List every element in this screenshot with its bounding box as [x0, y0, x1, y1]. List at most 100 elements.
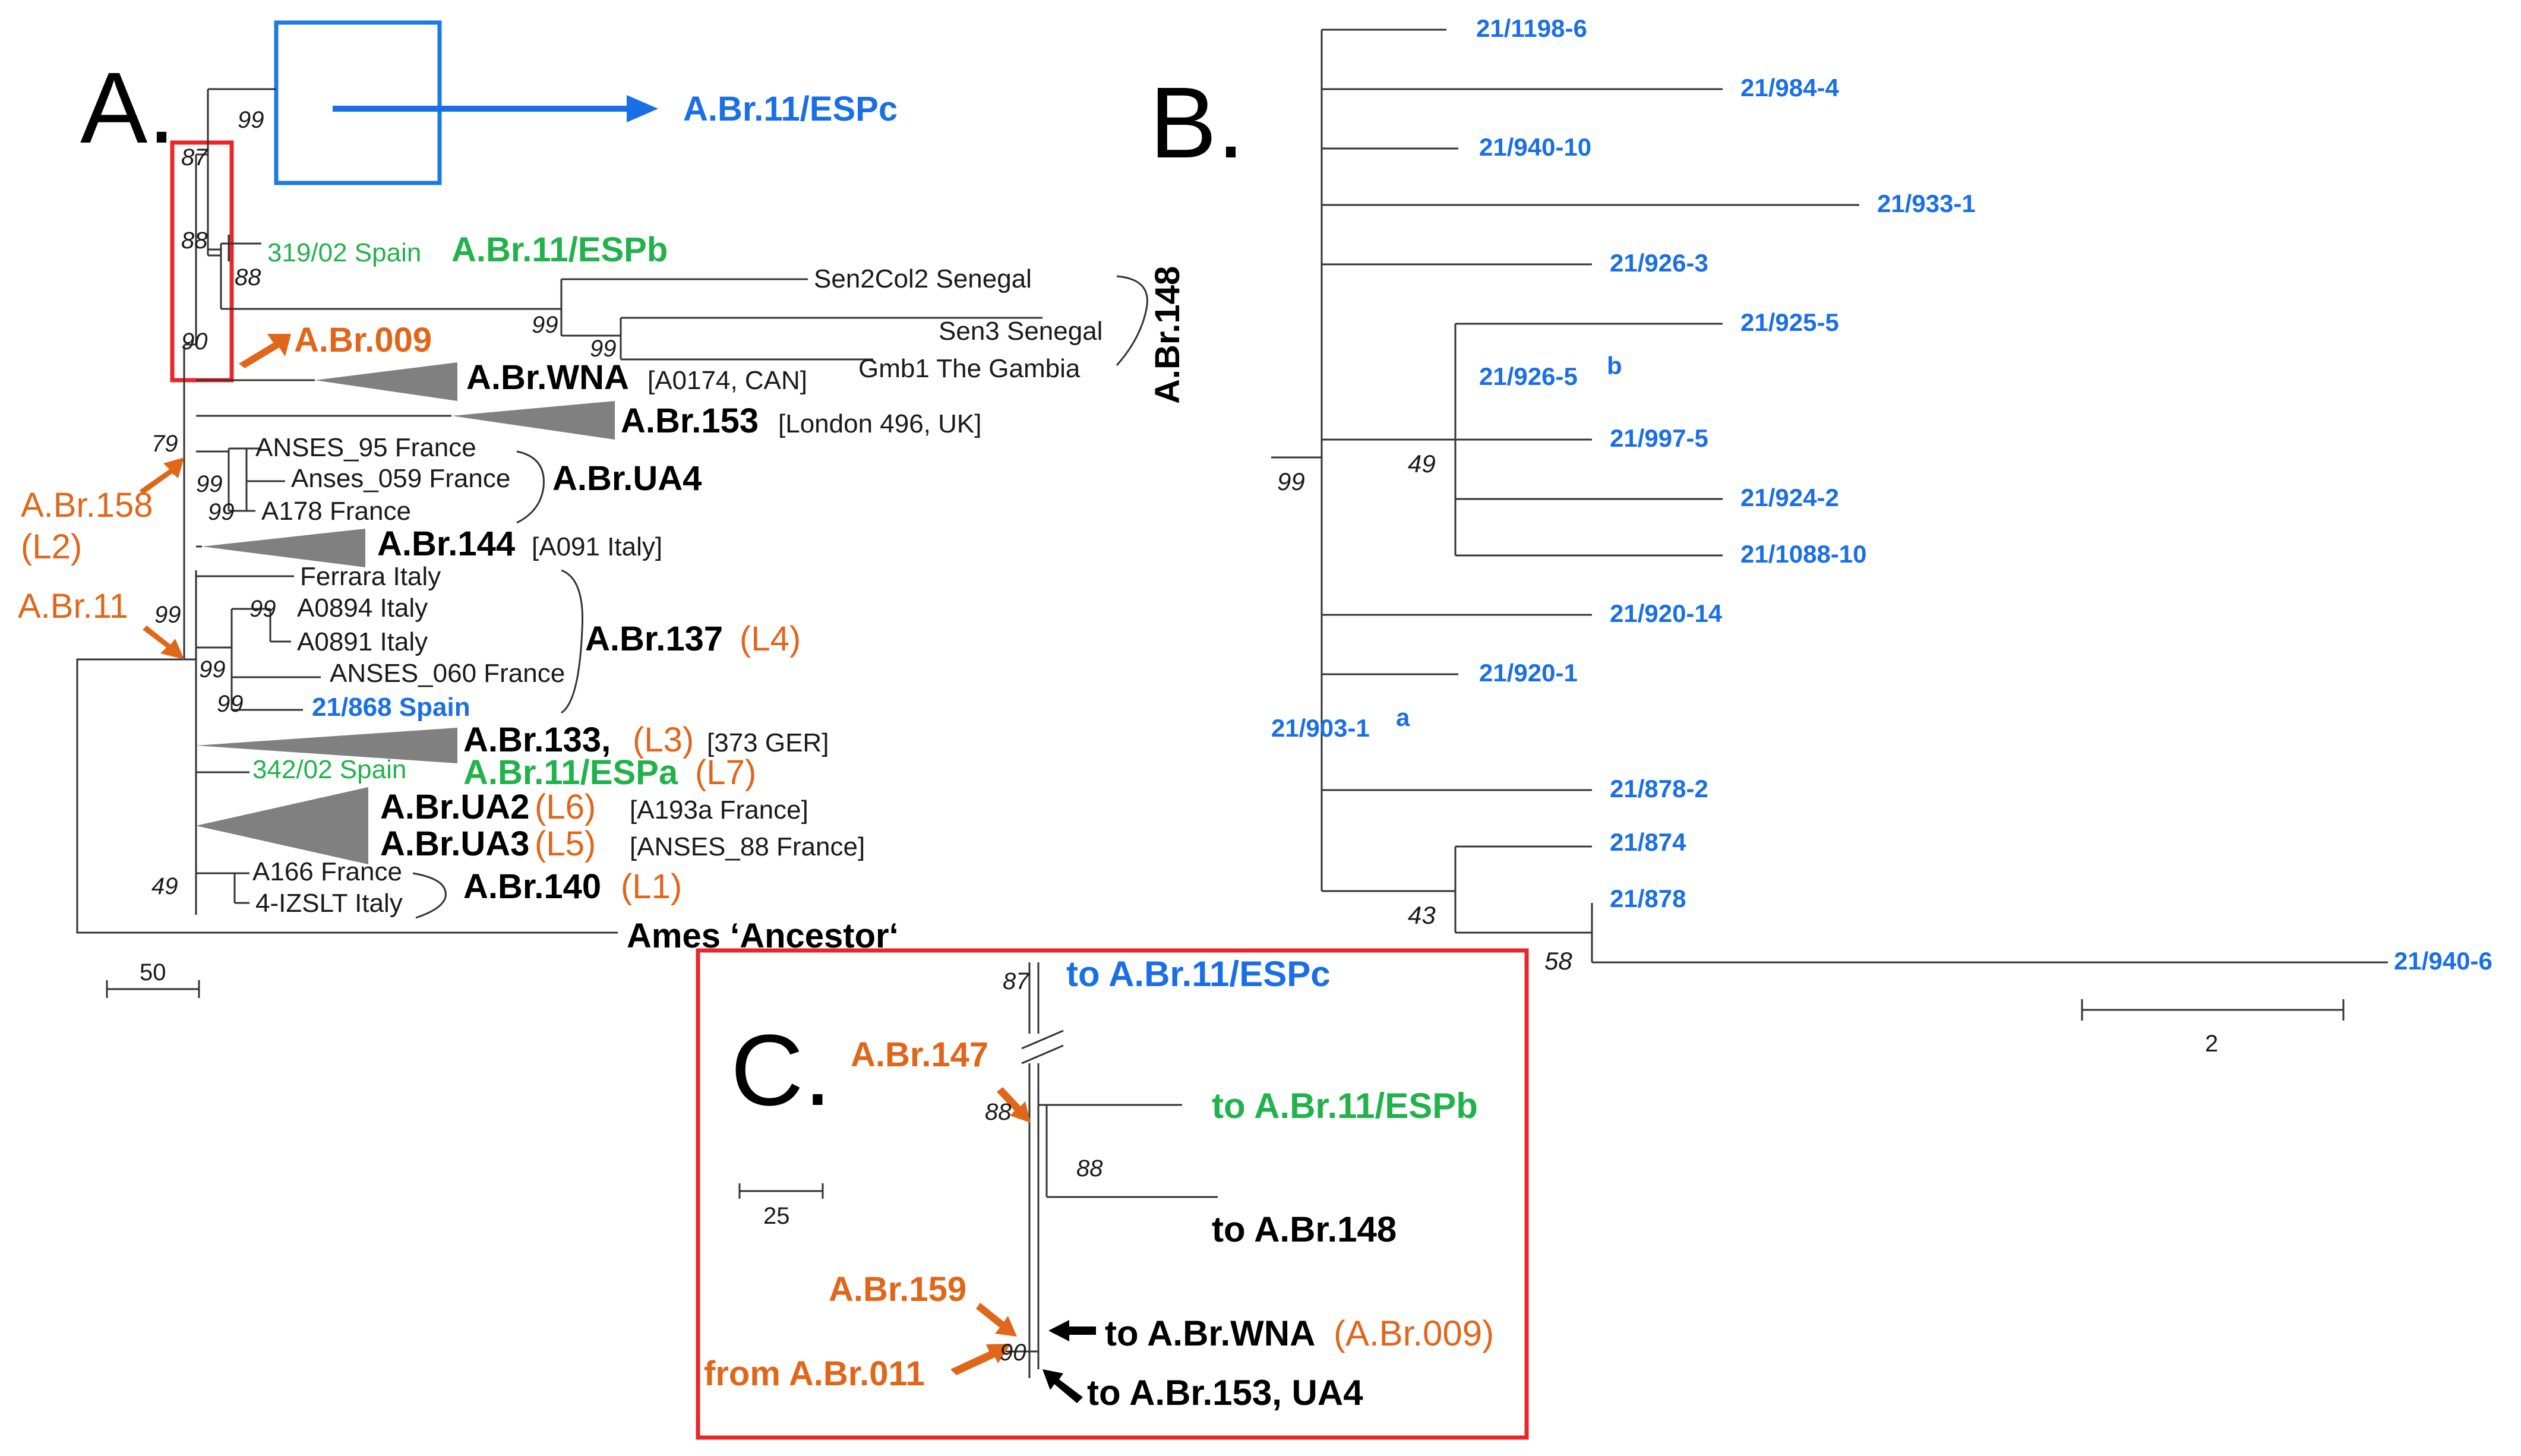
- boot-79: 79: [151, 431, 178, 457]
- panel-a-tree: [76, 88, 1148, 998]
- taxon-anses95: ANSES_95 France: [255, 433, 476, 462]
- espc-label: A.Br.11/ESPc: [683, 90, 898, 128]
- abr009-label: A.Br.009: [294, 321, 432, 359]
- l1-label: (L1): [621, 867, 682, 906]
- boot-88: 88: [181, 228, 208, 254]
- panel-a-letter: A.: [80, 52, 176, 165]
- ua4-label: A.Br.UA4: [552, 459, 702, 498]
- taxon-342-02: 342/02 Spain: [252, 755, 406, 784]
- abr153-collapsed-clade: [451, 401, 615, 440]
- abr147-label: A.Br.147: [851, 1035, 988, 1074]
- leaf-1088-10: 21/1088-10: [1740, 540, 1867, 568]
- scale-label: 2: [2205, 1031, 2218, 1057]
- leaf-940-10: 21/940-10: [1479, 133, 1591, 161]
- panel-c-tree: [738, 962, 1218, 1378]
- wna-009-label: (A.Br.009): [1334, 1313, 1494, 1353]
- boot-43: 43: [1408, 901, 1436, 929]
- taxon-a0891: A0891 Italy: [297, 627, 428, 656]
- taxon-a178: A178 France: [261, 497, 411, 526]
- boot-88: 88: [1076, 1155, 1103, 1182]
- to-wna-label: to A.Br.WNA: [1105, 1313, 1315, 1353]
- taxon-anses059: Anses_059 France: [291, 464, 510, 493]
- abr148-label: A.Br.148: [1148, 266, 1187, 404]
- l5-label: (L5): [535, 825, 596, 863]
- abr133-collapsed-clade: [196, 728, 457, 763]
- abr159-label: A.Br.159: [829, 1270, 966, 1309]
- abr144-note: [A091 Italy]: [532, 532, 662, 561]
- panel-c-letter: C.: [731, 1014, 832, 1127]
- boot-99: 99: [199, 656, 226, 683]
- abr009-arrow: [239, 334, 291, 368]
- boot-90: 90: [1000, 1340, 1026, 1366]
- scale-label: 25: [763, 1203, 790, 1229]
- scale-label: 50: [140, 959, 166, 986]
- leaf-926-3: 21/926-3: [1610, 249, 1708, 277]
- boot-87: 87: [181, 144, 208, 170]
- boot-87: 87: [1003, 968, 1030, 994]
- abr158-arrow: [140, 457, 184, 495]
- leaf-984-4: 21/984-4: [1740, 74, 1839, 102]
- leaf-933-1: 21/933-1: [1877, 189, 1976, 217]
- to-espc-label: to A.Br.11/ESPc: [1066, 954, 1331, 994]
- taxon-anses060: ANSES_060 France: [330, 659, 565, 688]
- ua2-ua3-collapsed-clade: [196, 787, 368, 864]
- espb-label: A.Br.11/ESPb: [451, 230, 668, 269]
- ua3-label: A.Br.UA3: [380, 825, 529, 863]
- wna-collapsed-clade: [315, 362, 457, 401]
- l4-label: (L4): [740, 620, 801, 658]
- l3-label: (L3): [633, 721, 694, 759]
- to-wna-arrow: [1048, 1320, 1096, 1341]
- leaf-997-5: 21/997-5: [1610, 424, 1708, 452]
- boot-99: 99: [154, 602, 181, 628]
- abr158-label: A.Br.158: [21, 486, 153, 525]
- to-153-arrow: [1042, 1369, 1083, 1403]
- boot-99: 99: [238, 107, 264, 133]
- espc-arrow-head: [627, 95, 658, 122]
- taxon-21-868: 21/868 Spain: [312, 693, 470, 722]
- leaf-874: 21/874: [1610, 828, 1686, 856]
- leaf-924-2: 21/924-2: [1740, 484, 1839, 511]
- from-011-arrow: [950, 1344, 1011, 1375]
- ua3-note: [ANSES_88 France]: [630, 832, 865, 861]
- abr153-note: [London 496, UK]: [778, 409, 981, 438]
- boot-90: 90: [181, 329, 208, 355]
- l7-label: (L7): [695, 753, 756, 792]
- panel-b: B. 2: [1149, 14, 2492, 1057]
- abr11-label: A.Br.11: [18, 587, 128, 626]
- boot-99: 99: [249, 596, 276, 622]
- panel-a: A. A.Br.11/ESPc: [18, 20, 1187, 998]
- panel-c: C. 87 to A.Br.11/ESPc: [696, 948, 1529, 1440]
- to-espb-label: to A.Br.11/ESPb: [1212, 1086, 1478, 1126]
- leaf-878-2: 21/878-2: [1610, 775, 1708, 803]
- abr140-label: A.Br.140: [463, 867, 601, 906]
- abr159-arrow: [976, 1303, 1017, 1337]
- boot-88: 88: [235, 264, 261, 290]
- wna-note: [A0174, CAN]: [647, 366, 807, 395]
- boot-49: 49: [151, 873, 178, 899]
- leaf-920-14: 21/920-14: [1610, 599, 1723, 627]
- abr144-collapsed-clade: [202, 529, 365, 567]
- l2-label: (L2): [21, 528, 82, 566]
- boot-99: 99: [208, 499, 235, 525]
- abr153-label: A.Br.153: [621, 402, 759, 440]
- abr137-label: A.Br.137: [585, 620, 723, 658]
- panel-b-letter: B.: [1149, 67, 1245, 179]
- abr133-note: [373 GER]: [707, 728, 829, 757]
- panel-c-frame: [696, 948, 1529, 1440]
- leaf-903-1-sup: a: [1396, 703, 1410, 731]
- taxon-ferrara: Ferrara Italy: [300, 562, 441, 591]
- espc-collapsed-box: [274, 20, 442, 185]
- espb-taxon: 319/02 Spain: [267, 238, 421, 267]
- taxon-gmb1: Gmb1 The Gambia: [858, 354, 1081, 383]
- ua2-label: A.Br.UA2: [380, 788, 529, 826]
- taxon-sen3: Sen3 Senegal: [939, 317, 1102, 346]
- boot-88: 88: [985, 1099, 1012, 1125]
- leaf-878: 21/878: [1610, 885, 1686, 912]
- ua2-note: [A193a France]: [630, 795, 808, 825]
- abr133-label: A.Br.133,: [463, 721, 611, 759]
- boot-99: 99: [1277, 468, 1305, 495]
- boot-99: 99: [590, 336, 617, 362]
- boot-49: 49: [1408, 450, 1436, 478]
- from-011-label: from A.Br.011: [704, 1354, 925, 1393]
